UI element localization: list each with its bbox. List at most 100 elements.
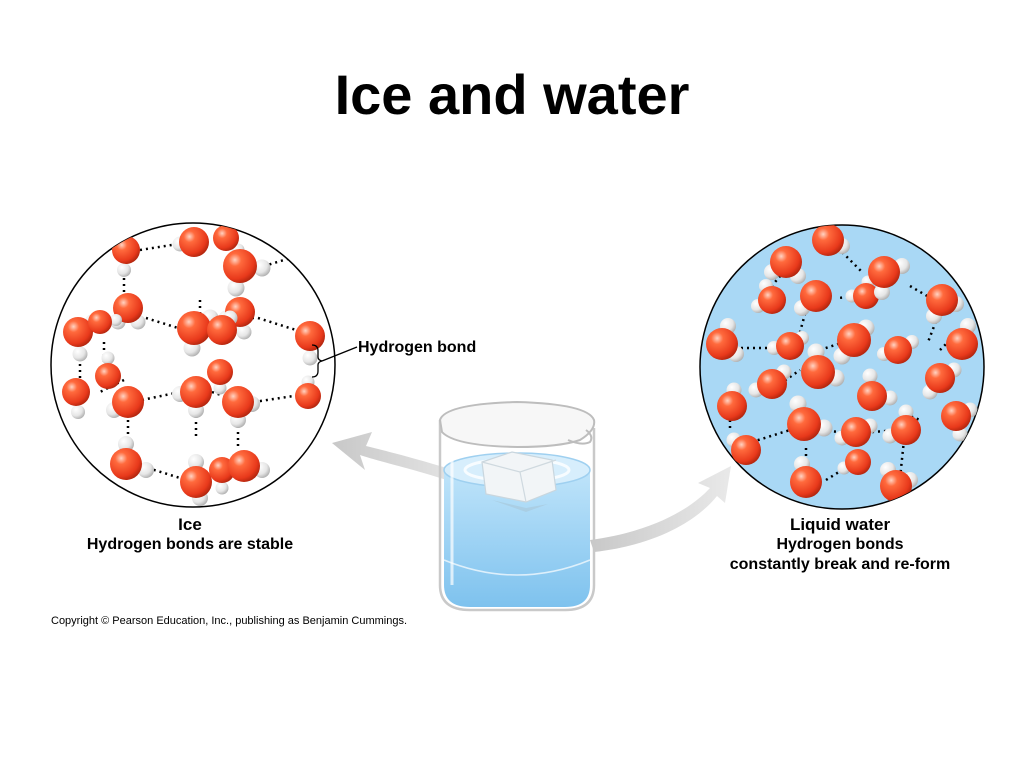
oxygen-atom bbox=[88, 310, 112, 334]
oxygen-atom bbox=[112, 236, 140, 264]
oxygen-atom bbox=[63, 317, 93, 347]
oxygen-atom bbox=[891, 415, 921, 445]
oxygen-atom bbox=[731, 435, 761, 465]
hydrogen-atom bbox=[227, 279, 245, 297]
water-molecule bbox=[706, 318, 744, 362]
oxygen-atom bbox=[110, 448, 142, 480]
water-molecule bbox=[207, 310, 238, 345]
water-molecule bbox=[751, 279, 786, 314]
water-molecule bbox=[833, 319, 875, 365]
hydrogen-bond bbox=[751, 428, 791, 444]
liquid-water-caption-line2: constantly break and re-form bbox=[729, 556, 951, 573]
oxygen-atom bbox=[207, 315, 237, 345]
oxygen-atom bbox=[95, 363, 121, 389]
hydrogen-bond bbox=[909, 284, 935, 302]
water-molecule bbox=[88, 310, 122, 334]
oxygen-atom bbox=[880, 470, 912, 502]
water-molecule bbox=[868, 256, 910, 300]
oxygen-atom bbox=[941, 401, 971, 431]
water-molecule bbox=[110, 436, 154, 480]
water-molecule bbox=[880, 462, 918, 502]
hydrogen-atom bbox=[71, 405, 85, 419]
water-molecule bbox=[222, 386, 260, 428]
ice-caption-title: Ice bbox=[178, 515, 202, 534]
oxygen-atom bbox=[180, 466, 212, 498]
oxygen-atom bbox=[213, 225, 239, 251]
water-molecule bbox=[295, 321, 325, 366]
copyright-notice: Copyright © Pearson Education, Inc., pub… bbox=[51, 615, 408, 627]
arrow-to-ice bbox=[332, 432, 478, 488]
hydrogen-bond bbox=[253, 393, 301, 404]
water-molecule bbox=[801, 343, 845, 389]
water-molecule bbox=[882, 404, 921, 445]
oxygen-atom bbox=[925, 363, 955, 393]
oxygen-atom bbox=[228, 450, 260, 482]
hydrogen-bond bbox=[939, 339, 951, 351]
water-molecule bbox=[62, 378, 90, 419]
water-molecule bbox=[926, 284, 964, 324]
water-molecule bbox=[180, 454, 212, 506]
hydrogen-bond bbox=[141, 390, 181, 402]
water-molecule bbox=[228, 450, 270, 482]
water-molecule bbox=[877, 335, 919, 364]
oxygen-atom bbox=[841, 417, 871, 447]
oxygen-atom bbox=[717, 391, 747, 421]
water-molecule bbox=[837, 449, 871, 475]
hydrogen-bond bbox=[779, 368, 801, 386]
beaker-water bbox=[444, 470, 590, 607]
slide-title: Ice and water bbox=[334, 63, 690, 126]
oxygen-atom bbox=[884, 336, 912, 364]
oxygen-atom bbox=[62, 378, 90, 406]
oxygen-atom bbox=[757, 369, 787, 399]
water-molecule bbox=[767, 331, 809, 360]
oxygen-atom bbox=[113, 293, 143, 323]
water-molecule bbox=[946, 318, 978, 360]
oxygen-atom bbox=[787, 407, 821, 441]
oxygen-atom bbox=[926, 284, 958, 316]
water-molecule bbox=[834, 417, 878, 447]
oxygen-atom bbox=[801, 355, 835, 389]
oxygen-atom bbox=[790, 466, 822, 498]
water-molecule bbox=[172, 227, 209, 257]
water-molecule bbox=[95, 351, 121, 389]
water-molecule bbox=[295, 375, 321, 409]
water-molecule bbox=[726, 432, 761, 465]
oxygen-atom bbox=[179, 227, 209, 257]
hydrogen-atom bbox=[101, 351, 115, 365]
water-molecule bbox=[812, 225, 850, 256]
water-molecule bbox=[922, 362, 962, 400]
hydrogen-atom bbox=[213, 381, 227, 395]
hydrogen-bond bbox=[837, 294, 861, 300]
oxygen-atom bbox=[800, 280, 832, 312]
hydrogen-bond bbox=[257, 316, 297, 332]
hydrogen-bond bbox=[926, 315, 940, 343]
water-molecule bbox=[790, 456, 822, 498]
oxygen-atom bbox=[177, 311, 211, 345]
oxygen-atom bbox=[853, 283, 879, 309]
oxygen-atom bbox=[845, 449, 871, 475]
hydrogen-atom bbox=[236, 324, 252, 340]
hydrogen-atom bbox=[874, 284, 890, 300]
water-molecule bbox=[172, 376, 212, 418]
hydrogen-atom bbox=[188, 454, 204, 470]
liquid-water-caption-title: Liquid water bbox=[789, 515, 891, 534]
ice-caption-subtitle: Hydrogen bonds are stable bbox=[86, 536, 294, 553]
water-molecule bbox=[223, 249, 271, 297]
water-molecule bbox=[207, 359, 233, 395]
hydrogen-atom bbox=[253, 259, 271, 277]
oxygen-atom bbox=[868, 256, 900, 288]
oxygen-atom bbox=[112, 386, 144, 418]
hydrogen-bond-callout bbox=[311, 344, 358, 378]
ice-molecules bbox=[62, 225, 325, 506]
water-molecule bbox=[857, 368, 898, 411]
water-molecule bbox=[941, 401, 978, 442]
water-molecule bbox=[794, 280, 832, 316]
arrow-to-water bbox=[590, 466, 731, 552]
oxygen-atom bbox=[706, 328, 738, 360]
oxygen-atom bbox=[812, 225, 844, 256]
ice-hydrogen-bonds bbox=[78, 239, 301, 480]
oxygen-atom bbox=[180, 376, 212, 408]
hydrogen-atom bbox=[215, 481, 229, 495]
